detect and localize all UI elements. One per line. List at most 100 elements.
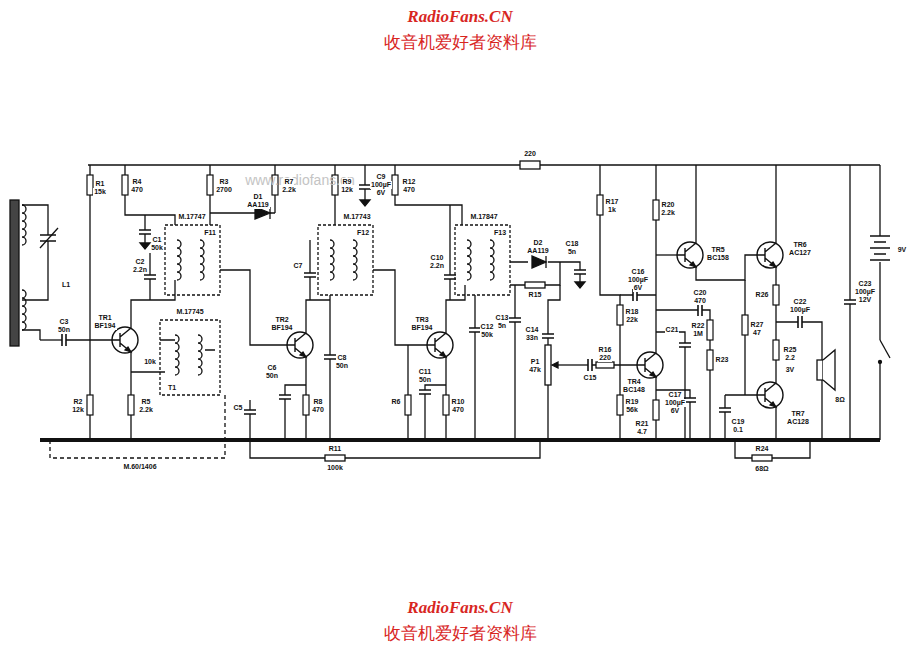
watermark: www.radiofans.cn bbox=[245, 172, 355, 188]
component-label: R27 bbox=[750, 321, 765, 329]
component-label: TR2 bbox=[274, 316, 289, 324]
component-label: C20 bbox=[693, 289, 708, 297]
component-label: R21 bbox=[635, 420, 650, 428]
component-label: 68Ω bbox=[754, 465, 769, 473]
component-label: C8 bbox=[337, 354, 348, 362]
component-label: D2 bbox=[533, 239, 544, 247]
component-label: R18 bbox=[625, 308, 640, 316]
component-label: TR1 bbox=[97, 314, 112, 322]
component-label: R11 bbox=[328, 445, 342, 453]
component-label: R16 bbox=[598, 346, 613, 354]
component-label: C5 bbox=[233, 404, 244, 412]
component-label: 2.2n bbox=[429, 262, 445, 270]
component-label: 2.2 bbox=[784, 354, 796, 362]
component-label: C11 bbox=[418, 368, 432, 376]
component-label: M.17747 bbox=[177, 213, 206, 221]
component-label: F12 bbox=[356, 229, 370, 237]
watermark: RadioFans.CN bbox=[407, 7, 512, 27]
component-label: BF194 bbox=[410, 324, 433, 332]
component-label: C19 bbox=[731, 418, 746, 426]
component-label: R1 bbox=[95, 180, 106, 188]
component-label: R22 bbox=[691, 322, 706, 330]
component-label: 33n bbox=[525, 334, 539, 342]
component-label: C22 bbox=[793, 298, 808, 306]
component-label: 6V bbox=[670, 407, 681, 415]
component-label: M.17847 bbox=[469, 213, 498, 221]
component-label: R2 bbox=[73, 398, 84, 406]
component-label: R12 bbox=[402, 178, 417, 186]
component-label: 2.2k bbox=[281, 186, 297, 194]
component-label: C23 bbox=[858, 280, 873, 288]
component-label: C7 bbox=[293, 262, 304, 270]
component-label: C21 bbox=[665, 326, 680, 334]
watermark: 收音机爱好者资料库 bbox=[384, 32, 537, 52]
component-label: F11 bbox=[203, 229, 217, 237]
component-label: BF194 bbox=[93, 322, 116, 330]
component-label: C10 bbox=[430, 254, 445, 262]
component-label: 1M bbox=[692, 330, 704, 338]
component-label: 10k bbox=[143, 358, 157, 366]
component-label: 47 bbox=[752, 329, 762, 337]
component-label: 22k bbox=[625, 316, 639, 324]
component-label: 1k bbox=[607, 206, 617, 214]
component-label: M.60/1406 bbox=[122, 463, 157, 471]
component-label: 470 bbox=[311, 406, 325, 414]
component-label: 3V bbox=[785, 366, 796, 374]
component-label: R9 bbox=[342, 178, 353, 186]
component-label: C1 bbox=[152, 236, 163, 244]
component-label: C2 bbox=[135, 258, 146, 266]
component-label: 100k bbox=[326, 464, 344, 472]
component-label: D1 bbox=[253, 193, 264, 201]
component-label: 12k bbox=[71, 406, 85, 414]
component-label: 100µF bbox=[627, 276, 649, 284]
component-label: M.17743 bbox=[342, 213, 371, 221]
component-label: 470 bbox=[130, 186, 144, 194]
component-label: 12k bbox=[340, 186, 354, 194]
component-label: R20 bbox=[661, 201, 676, 209]
component-label: R7 bbox=[284, 178, 295, 186]
component-label: 6V bbox=[376, 189, 387, 197]
component-label: 9V bbox=[897, 246, 908, 254]
component-label: 15k bbox=[93, 188, 107, 196]
component-label: 2.2k bbox=[138, 406, 154, 414]
component-label: 2.2k bbox=[660, 209, 676, 217]
component-label: C9 bbox=[376, 173, 387, 181]
component-label: R6 bbox=[391, 398, 402, 406]
component-label: 4.7 bbox=[636, 428, 648, 436]
component-label: L1 bbox=[61, 281, 71, 289]
component-label: R17 bbox=[605, 198, 620, 206]
component-label: 2.2n bbox=[132, 266, 148, 274]
component-label: R10 bbox=[451, 398, 466, 406]
component-label: TR4 bbox=[626, 378, 641, 386]
component-label: AC128 bbox=[786, 418, 810, 426]
component-label: AA119 bbox=[526, 247, 549, 255]
component-label: 5n bbox=[497, 322, 507, 330]
component-label: BF194 bbox=[270, 324, 293, 332]
component-label: C12 bbox=[480, 323, 495, 331]
component-label: 50n bbox=[265, 372, 279, 380]
component-label: 50k bbox=[480, 331, 494, 339]
watermark: 收音机爱好者资料库 bbox=[384, 623, 537, 643]
component-label: R24 bbox=[755, 445, 770, 453]
component-label: TR6 bbox=[792, 241, 807, 249]
component-label: P1 bbox=[530, 358, 541, 366]
component-label: 6V bbox=[633, 284, 644, 292]
component-label: R4 bbox=[132, 178, 143, 186]
component-label: AA119 bbox=[246, 201, 269, 209]
component-label: C18 bbox=[565, 240, 580, 248]
component-label: 2700 bbox=[215, 186, 233, 194]
component-label: C17 bbox=[668, 391, 683, 399]
component-label: M.17745 bbox=[175, 308, 204, 316]
component-label: C6 bbox=[267, 364, 278, 372]
component-label: 100µF bbox=[664, 399, 686, 407]
component-label: 100µF bbox=[789, 306, 811, 314]
component-label: R15 bbox=[528, 291, 543, 299]
component-label: 100µF bbox=[854, 288, 876, 296]
component-label: T1 bbox=[167, 384, 177, 392]
component-label: 56k bbox=[625, 406, 639, 414]
component-label: R5 bbox=[141, 398, 152, 406]
component-label: 12V bbox=[858, 296, 872, 304]
component-label: 100µF bbox=[370, 181, 392, 189]
watermark: RadioFans.CN bbox=[407, 598, 512, 618]
component-label: R23 bbox=[715, 356, 730, 364]
